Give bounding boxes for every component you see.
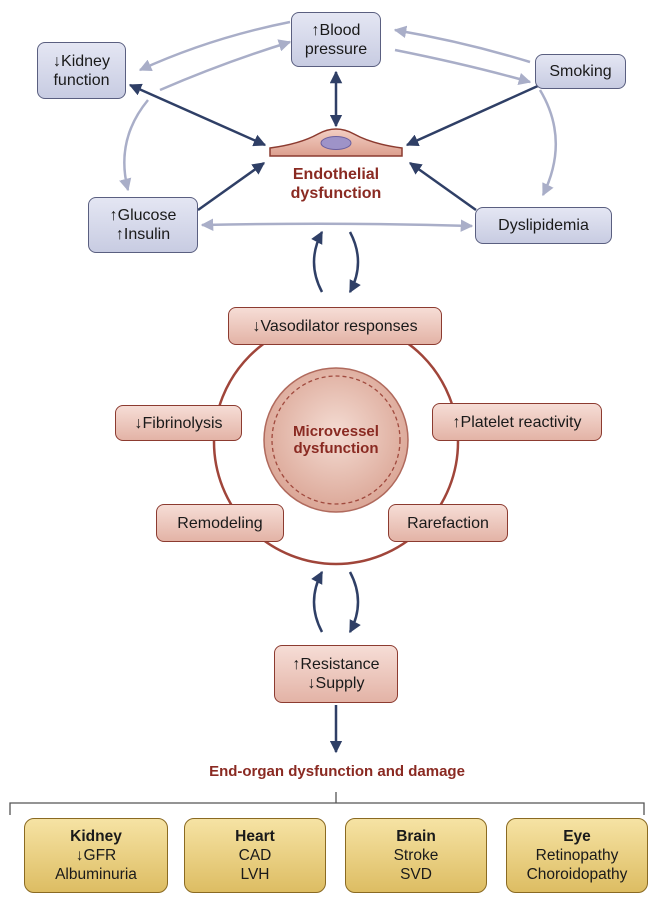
blood-pressure-line2: pressure — [304, 40, 368, 58]
smoking-box: Smoking — [535, 54, 626, 89]
kidney-organ-box: Kidney ↓GFR Albuminuria — [24, 818, 168, 893]
brain-organ-line2: SVD — [400, 866, 432, 883]
glucose-line: ↑Glucose — [109, 207, 177, 224]
heart-organ-line1: CAD — [238, 847, 272, 864]
arrow-bp-to-smoking — [394, 48, 532, 85]
eye-organ-title: Eye — [563, 828, 591, 845]
endothelial-line1: Endothelial — [292, 166, 380, 183]
curved-arrow-down-top — [348, 231, 361, 294]
kidney-organ-title: Kidney — [70, 828, 122, 845]
smoking-label: Smoking — [549, 63, 612, 80]
vasodilator-responses-box: ↓Vasodilator responses — [228, 307, 442, 345]
insulin-line: ↑Insulin — [115, 226, 171, 243]
arrow-dyslipidemia-to-endothelial — [408, 161, 477, 212]
brain-organ-box: Brain Stroke SVD — [345, 818, 487, 893]
eye-organ-line2: Choroidopathy — [526, 866, 628, 883]
resistance-line: ↑Resistance — [292, 656, 380, 673]
arrow-bp-to-kidney — [138, 20, 291, 72]
arrow-kidney-to-bp — [159, 39, 292, 92]
endothelial-dysfunction-label: Endothelial dysfunction — [256, 165, 416, 203]
blood-pressure-box: ↑Blood pressure — [291, 12, 381, 67]
nucleus-icon — [320, 136, 352, 150]
vasodilator-label: ↓Vasodilator responses — [252, 317, 418, 335]
supply-line: ↓Supply — [307, 675, 365, 692]
arrow-kidney-endothelial — [128, 83, 267, 147]
end-organ-label: End-organ dysfunction and damage — [209, 763, 465, 780]
kidney-organ-line2: Albuminuria — [55, 866, 137, 883]
platelet-reactivity-box: ↑Platelet reactivity — [432, 403, 602, 441]
endothelial-cell-icon — [269, 128, 403, 157]
resistance-supply-box: ↑Resistance ↓Supply — [274, 645, 398, 703]
heart-organ-box: Heart CAD LVH — [184, 818, 326, 893]
dyslipidemia-box: Dyslipidemia — [475, 207, 612, 244]
eye-organ-line1: Retinopathy — [535, 847, 619, 864]
dyslipidemia-label: Dyslipidemia — [498, 217, 589, 234]
microvessel-dysfunction-label: Microvessel dysfunction — [266, 423, 406, 457]
remodeling-label: Remodeling — [177, 514, 263, 532]
microvessel-core — [263, 367, 409, 513]
arrow-smoking-to-endothelial — [405, 83, 541, 147]
endothelial-line2: dysfunction — [290, 185, 382, 202]
blood-pressure-line1: ↑Blood — [311, 21, 361, 39]
brain-organ-title: Brain — [396, 828, 436, 845]
heart-organ-line2: LVH — [240, 866, 270, 883]
curved-arrow-up-bottom — [311, 570, 324, 633]
microvessel-core-dashed — [271, 375, 401, 505]
microvessel-line2: dysfunction — [293, 440, 379, 457]
rarefaction-box: Rarefaction — [388, 504, 508, 542]
arrow-glucose-to-endothelial — [197, 161, 266, 212]
fibrinolysis-box: ↓Fibrinolysis — [115, 405, 242, 441]
arrow-smoking-to-bp — [393, 25, 531, 64]
kidney-organ-line1: ↓GFR — [75, 847, 117, 864]
microvessel-line1: Microvessel — [293, 423, 379, 440]
eye-organ-box: Eye Retinopathy Choroidopathy — [506, 818, 648, 893]
curved-arrow-down-bottom — [348, 571, 361, 634]
kidney-function-line2: function — [53, 71, 110, 89]
arrow-glucose-dyslipidemia — [200, 218, 474, 232]
rarefaction-label: Rarefaction — [407, 514, 489, 532]
kidney-function-line1: ↓Kidney — [53, 52, 110, 70]
arrow-smoking-to-dyslipidemia — [538, 89, 558, 197]
dark-arrows — [128, 70, 541, 754]
remodeling-box: Remodeling — [156, 504, 284, 542]
glucose-insulin-box: ↑Glucose ↑Insulin — [88, 197, 198, 253]
fibrinolysis-label: ↓Fibrinolysis — [134, 414, 223, 432]
kidney-function-box: ↓Kidney function — [37, 42, 126, 99]
curved-arrow-up-top — [311, 230, 324, 293]
brain-organ-line1: Stroke — [393, 847, 439, 864]
heart-organ-title: Heart — [235, 828, 275, 845]
platelet-label: ↑Platelet reactivity — [452, 413, 582, 431]
end-organ-bracket — [9, 792, 645, 815]
arrow-kidney-to-glucose — [119, 99, 149, 192]
